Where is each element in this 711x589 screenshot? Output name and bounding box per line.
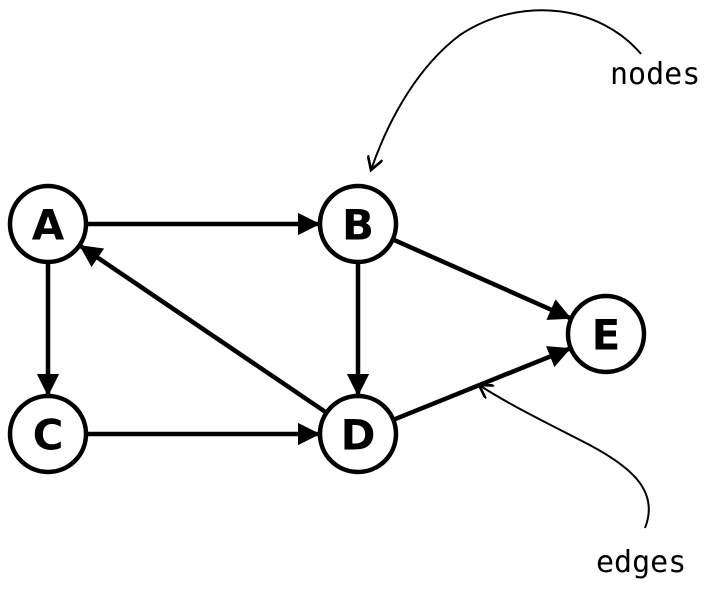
edge-d-e — [394, 346, 571, 422]
nodes-layer: A B C D E — [7, 183, 647, 475]
edges-annotation-arrow — [479, 385, 650, 529]
nodes-annotation-label: nodes — [610, 57, 700, 92]
node-d: D — [317, 393, 399, 475]
node-b: B — [317, 183, 399, 265]
node-e: E — [565, 293, 647, 375]
node-label: A — [32, 201, 65, 250]
node-circle — [317, 393, 399, 475]
edge-b-e — [393, 238, 572, 320]
node-circle — [7, 393, 89, 475]
node-a: A — [7, 183, 89, 265]
node-circle — [7, 183, 89, 265]
nodes-annotation-arrow — [371, 9, 642, 170]
node-label: E — [592, 311, 621, 360]
node-circle — [565, 293, 647, 375]
edge-d-a — [79, 244, 327, 414]
annotations-layer: nodes edges — [371, 9, 700, 580]
edges-annotation-label: edges — [596, 545, 686, 580]
edges-layer — [36, 212, 572, 446]
node-c: C — [7, 393, 89, 475]
node-circle — [317, 183, 399, 265]
node-label: B — [342, 201, 374, 250]
node-label: C — [33, 411, 64, 460]
node-label: D — [341, 411, 376, 460]
